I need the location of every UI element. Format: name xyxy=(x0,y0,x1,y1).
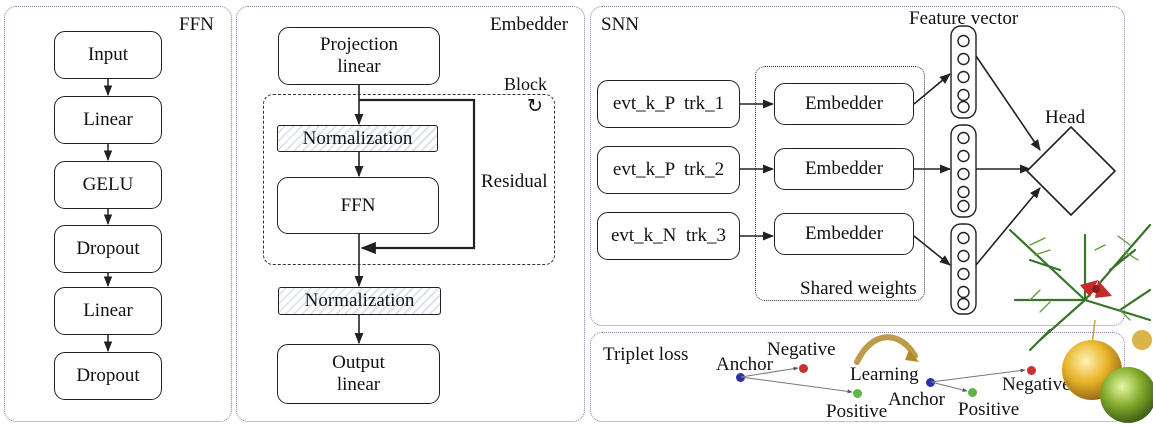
input-evt-1: evt_k_P trk_1 xyxy=(597,80,740,128)
ffn-dropout-layer-2: Dropout xyxy=(54,352,162,400)
ffn-input-layer: Input xyxy=(54,31,162,79)
embedder-title: Embedder xyxy=(490,14,569,35)
snn-panel xyxy=(590,6,1125,326)
projection-linear-label: Projection linear xyxy=(319,34,399,77)
embedder-2: Embedder xyxy=(774,148,914,190)
ffn-linear-layer-2: Linear xyxy=(54,287,162,335)
residual-label: Residual xyxy=(481,171,548,192)
head-label: Head xyxy=(1045,107,1086,128)
embedder-panel xyxy=(236,6,585,422)
projection-linear-box: Projection linear xyxy=(278,27,440,85)
input-evt-2: evt_k_P trk_2 xyxy=(597,146,740,194)
snn-title: SNN xyxy=(601,14,640,35)
feature-vector-label: Feature vector xyxy=(909,8,1019,29)
loop-icon: ↻ xyxy=(527,95,543,117)
anchor-label-2: Anchor xyxy=(888,389,945,410)
shared-weights-label: Shared weights xyxy=(800,278,917,299)
embedder-1: Embedder xyxy=(774,83,914,125)
learning-label: Learning xyxy=(850,364,919,385)
embedder-3: Embedder xyxy=(774,213,914,255)
anchor-point-1 xyxy=(736,373,745,382)
output-linear-box: Output linear xyxy=(277,344,440,404)
positive-label-2: Positive xyxy=(958,399,1020,420)
block-label: Block xyxy=(504,74,547,94)
ffn-title: FFN xyxy=(179,14,214,35)
triplet-title: Triplet loss xyxy=(603,344,689,365)
anchor-point-2 xyxy=(926,378,935,387)
ffn-gelu-layer: GELU xyxy=(54,161,162,209)
positive-point-2 xyxy=(968,388,977,397)
shared-weights-region xyxy=(755,66,925,301)
triplet-loss-node-label: Triplet loss xyxy=(1045,149,1097,191)
normalization-outer-box: Normalization xyxy=(278,287,441,315)
output-linear-label: Output linear xyxy=(332,352,385,395)
input-evt-3: evt_k_N trk_3 xyxy=(597,212,740,260)
negative-point-1 xyxy=(799,364,808,373)
normalization-inner-box: Normalization xyxy=(277,125,438,152)
negative-label-2: Negative xyxy=(1002,374,1071,395)
block-ffn-box: FFN xyxy=(277,177,439,234)
ffn-dropout-layer-1: Dropout xyxy=(54,225,162,273)
ffn-panel xyxy=(4,6,232,422)
ffn-linear-layer-1: Linear xyxy=(54,96,162,144)
block-region xyxy=(263,94,555,265)
negative-label-1: Negative xyxy=(767,339,836,360)
anchor-label-1: Anchor xyxy=(716,354,773,375)
negative-point-2 xyxy=(1027,366,1036,375)
positive-point-1 xyxy=(853,389,862,398)
positive-label-1: Positive xyxy=(826,401,888,422)
